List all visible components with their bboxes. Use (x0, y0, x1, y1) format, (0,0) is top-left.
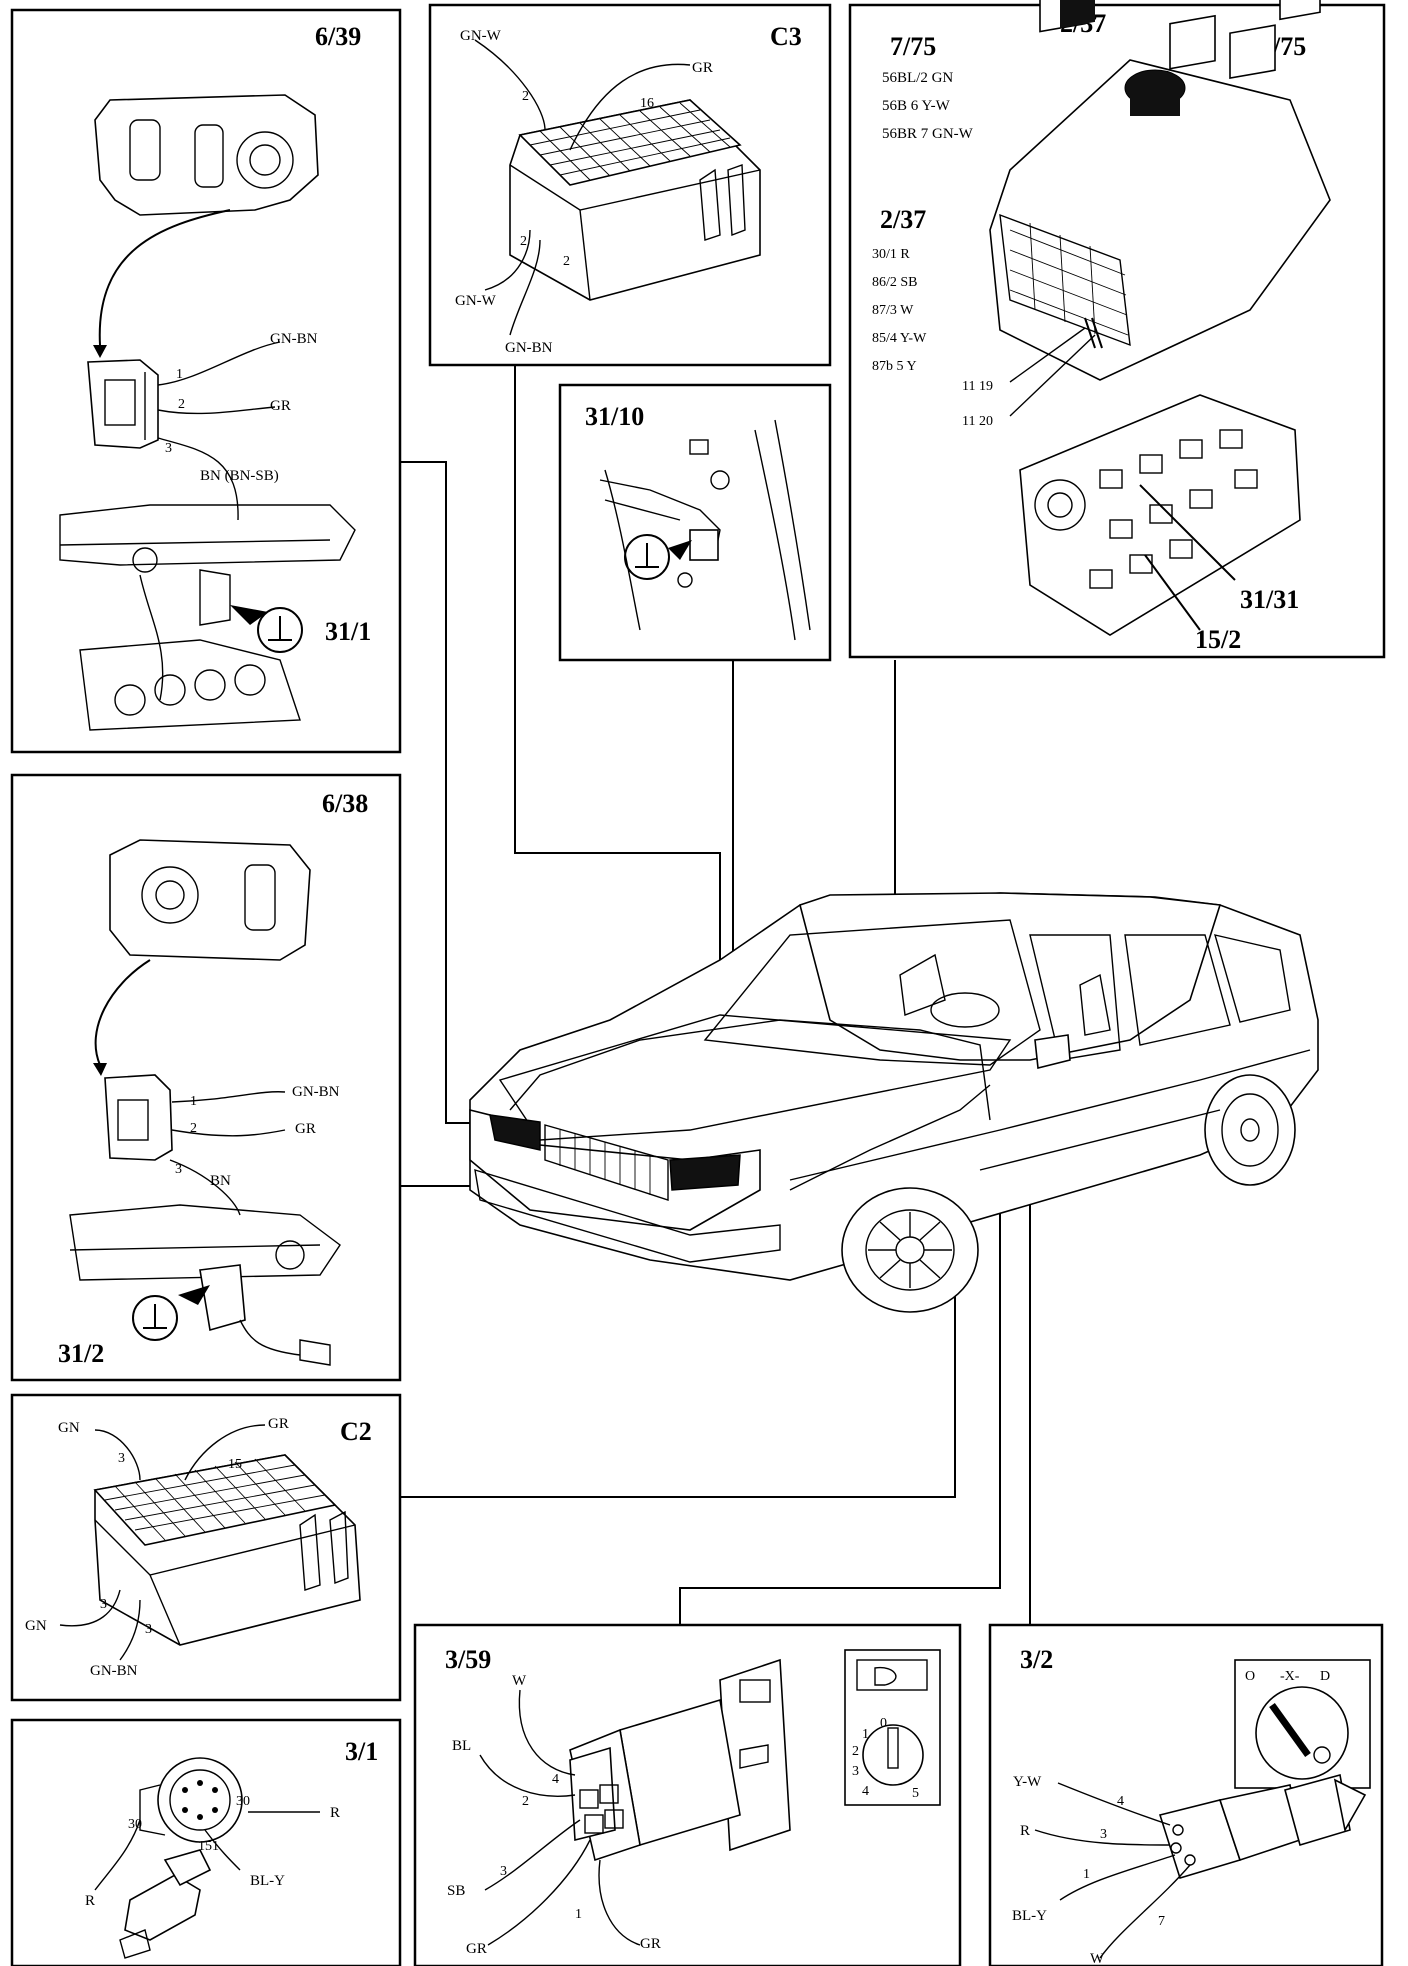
pin-list-item: 56BR 7 GN-W (882, 126, 974, 142)
pin-label: 151 (198, 1839, 219, 1854)
pin-label: 1 (1083, 1867, 1090, 1882)
switch-symbol: O (1245, 1669, 1255, 1684)
pin-label: 7 (1158, 1914, 1165, 1929)
switch-symbol: D (1320, 1669, 1330, 1684)
panel-title-3-1: 3/1 (345, 1737, 378, 1766)
pin-label: 30 (128, 1817, 142, 1832)
pin-list-item: 87/3 W (872, 303, 914, 318)
wire-label: GN-W (455, 293, 497, 309)
pin-label: 2 (178, 397, 185, 412)
pin-label: 3 (500, 1864, 507, 1879)
pin-label: 3 (100, 1597, 107, 1612)
pin-list-item: 56B 6 Y-W (882, 98, 951, 114)
wire-label: GR (268, 1416, 289, 1432)
pin-list-item: 56BL/2 GN (882, 70, 953, 86)
wire-label: GN-BN (292, 1084, 340, 1100)
dial-label: 5 (912, 1786, 919, 1801)
panel-title-3-59: 3/59 (445, 1645, 491, 1674)
pin-label: 15 (228, 1457, 242, 1472)
dial-label: 4 (862, 1784, 869, 1799)
panel-C3: C3 GN-W GR GN-W GN-BN 2 16 2 2 (428, 3, 832, 367)
panel-3-2: 3/2 O -X- D Y-W R BL-Y W 4 3 1 7 (988, 1623, 1384, 1966)
pin-label: 2 (563, 254, 570, 269)
pin-label: 4 (1117, 1794, 1124, 1809)
pin-label: 3 (145, 1622, 152, 1637)
panel-6-38: 6/38 1 2 3 GN-BN GR BN 31/2 (10, 773, 402, 1382)
panel-title-C3: C3 (770, 22, 802, 51)
panel-title-6-39: 6/39 (315, 22, 361, 51)
wire-label: W (512, 1673, 527, 1689)
panel-7-75: 7/75 2/37 7/75 56BL/2 GN 56B 6 Y-W 56BR … (848, 0, 1386, 659)
dial-label: 2 (852, 1744, 859, 1759)
fuse-label: 11 20 (962, 414, 993, 429)
dial-label: 3 (852, 1764, 859, 1779)
pin-list-item: 85/4 Y-W (872, 331, 927, 346)
pin-list-item: 86/2 SB (872, 275, 918, 290)
panel-3-59: 3/59 0 1 2 3 4 5 W BL SB GR GR 4 2 (413, 1623, 962, 1966)
pin-label: 2 (522, 89, 529, 104)
relay-subtitle-2-37: 2/37 (880, 205, 926, 234)
pin-label: 2 (522, 1794, 529, 1809)
pin-label: 3 (118, 1451, 125, 1466)
wire-label: GN (25, 1618, 47, 1634)
pin-label: 30 (236, 1794, 250, 1809)
wire-label: BN (BN-SB) (200, 468, 279, 484)
panel-title-3-2: 3/2 (1020, 1645, 1053, 1674)
wire-label: Y-W (1013, 1774, 1042, 1790)
panel-C2: C2 GN GR GN GN-BN 3 15 3 3 (10, 1393, 402, 1702)
wire-label: R (330, 1805, 340, 1821)
pin-label: 1 (190, 1094, 197, 1109)
panel-title-7-75: 7/75 (890, 32, 936, 61)
wire-label: GN-BN (270, 331, 318, 347)
wire-label: GR (295, 1121, 316, 1137)
panel-title-31-10: 31/10 (585, 402, 644, 431)
wire-label: R (1020, 1823, 1030, 1839)
wire-label: GN (58, 1420, 80, 1436)
ground-label-31-2: 31/2 (58, 1339, 104, 1368)
wire-label: GN-BN (505, 340, 553, 356)
wire-label: BL-Y (250, 1873, 285, 1889)
pin-label: 3 (165, 441, 172, 456)
pin-label: 3 (1100, 1827, 1107, 1842)
fuse-label: 11 19 (962, 379, 993, 394)
pin-label: 4 (552, 1772, 559, 1787)
pin-label: 16 (640, 96, 654, 111)
wire-label: R (85, 1893, 95, 1909)
panel-3-1: 3/1 R R BL-Y 30 30 151 (10, 1718, 402, 1966)
wire-label: W (1090, 1951, 1105, 1966)
car-illustration (469, 892, 1319, 1313)
panel-6-39: 6/39 1 2 3 GN-BN GR BN (BN-SB) (10, 8, 402, 754)
wire-label: BL-Y (1012, 1908, 1047, 1924)
pin-list-item: 30/1 R (872, 247, 910, 262)
pin-label: 3 (175, 1162, 182, 1177)
pin-label: 1 (176, 367, 183, 382)
wire-label: GN-W (460, 28, 502, 44)
switch-symbol: -X- (1280, 1669, 1300, 1684)
pin-list-item: 87b 5 Y (872, 359, 917, 374)
wire-label: BL (452, 1738, 471, 1754)
wire-label: GN-BN (90, 1663, 138, 1679)
ground-label-31-31: 31/31 (1240, 585, 1299, 614)
relay-label-15-2: 15/2 (1195, 625, 1241, 654)
wire-label: SB (447, 1883, 465, 1899)
panel-title-6-38: 6/38 (322, 789, 368, 818)
wire-label: BN (210, 1173, 231, 1189)
ground-label-31-1: 31/1 (325, 617, 371, 646)
panel-31-10: 31/10 (558, 383, 832, 662)
panel-title-C2: C2 (340, 1417, 372, 1446)
wire-label: GR (466, 1941, 487, 1957)
dial-label: 0 (880, 1716, 887, 1731)
pin-label: 2 (190, 1121, 197, 1136)
wire-label: GR (692, 60, 713, 76)
dial-label: 1 (862, 1727, 869, 1742)
pin-label: 2 (520, 234, 527, 249)
wire-label: GR (270, 398, 291, 414)
pin-label: 1 (575, 1907, 582, 1922)
wire-label: GR (640, 1936, 661, 1952)
